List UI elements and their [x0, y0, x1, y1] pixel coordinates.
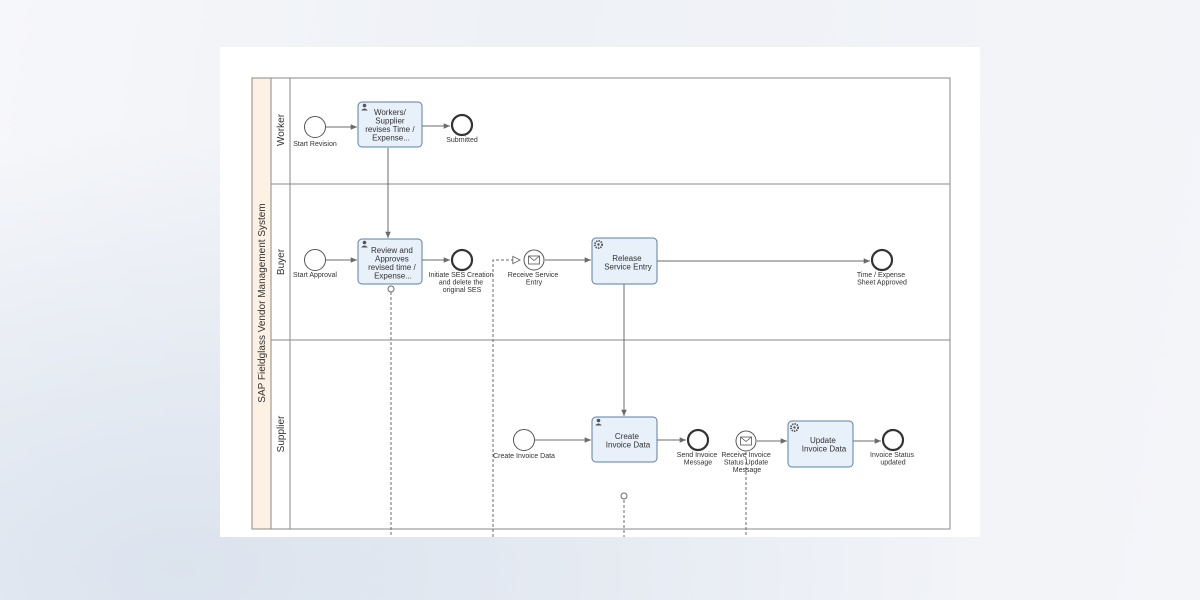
task-label-line: Create: [615, 432, 640, 441]
event-label: Receive Service: [508, 272, 559, 279]
end-event-submitted[interactable]: Submitted: [446, 113, 478, 144]
svg-text:Invoice Status updated: Invoice Status updated: [870, 452, 916, 467]
end-event-sheet-approved[interactable]: Time / Expense Sheet Approved: [857, 248, 907, 287]
task-label-line: Invoice Data: [802, 445, 847, 454]
task-label-line: Approves: [375, 255, 409, 264]
svg-text:Initiate SES Creation an: Initiate SES Creation and delete the ori…: [429, 272, 496, 294]
event-label: Entry: [526, 280, 543, 287]
message-flow: [492, 260, 520, 537]
user-icon: [361, 240, 368, 248]
user-icon: [361, 103, 368, 111]
event-label: updated: [880, 460, 905, 467]
lane-label-worker: Worker: [276, 113, 287, 146]
event-label: Message: [684, 460, 713, 467]
event-label: Initiate SES Creation: [429, 272, 494, 279]
svg-text:Review and Approves: Review and Approves revised time / Expen…: [368, 246, 418, 281]
user-task-create-invoice[interactable]: Create Invoice Data: [591, 416, 658, 463]
gear-icon: [594, 239, 604, 249]
lane-worker: Worker: [270, 78, 291, 529]
task-label-line: Service Entry: [604, 263, 652, 272]
envelope-icon: [528, 255, 540, 265]
svg-text:Time / Expense Sheet App: Time / Expense Sheet Approved: [857, 272, 907, 287]
task-label-line: Release: [612, 254, 642, 263]
start-event-start-revision[interactable]: Start Revision: [293, 116, 337, 149]
message-flow-origins: [387, 285, 628, 500]
event-label: Start Revision: [293, 141, 337, 148]
event-label: Send Invoice: [677, 452, 718, 459]
lane-supplier: Supplier: [276, 415, 287, 452]
svg-text:Release Service Entry: Release Service Entry: [604, 254, 652, 272]
lane-label-buyer: Buyer: [276, 248, 287, 275]
end-event-invoice-status-updated[interactable]: Invoice Status updated: [870, 428, 916, 467]
svg-text:Receive Service Entry: Receive Service Entry: [508, 272, 561, 287]
service-task-update-invoice[interactable]: Update Invoice Data: [787, 420, 854, 468]
event-label: Receive Invoice: [721, 452, 771, 459]
diagram-card: SAP Fieldglass Vendor Management System …: [220, 47, 980, 537]
svg-text:Create Invoice Data: Create Invoice Data: [606, 432, 651, 450]
event-label: Submitted: [446, 137, 478, 144]
user-task-worker-revise[interactable]: Workers/ Supplier revises Time / Expense…: [357, 101, 423, 148]
user-icon: [595, 418, 602, 426]
pool-title: SAP Fieldglass Vendor Management System: [257, 203, 268, 402]
task-label-line: Workers/: [374, 108, 407, 117]
message-flows: [390, 260, 747, 537]
task-label-line: Update: [810, 436, 836, 445]
start-event-start-approval[interactable]: Start Approval: [293, 249, 337, 280]
start-event-create-invoice-data[interactable]: Create Invoice Data: [493, 429, 555, 461]
message-start-receive-status-update[interactable]: Receive Invoice Status Update Message: [721, 430, 772, 474]
event-label: Message: [733, 467, 762, 474]
event-label: Start Approval: [293, 272, 337, 279]
task-label-line: revised time /: [368, 263, 416, 272]
service-task-release-entry[interactable]: Release Service Entry: [591, 237, 658, 285]
lane-label-supplier: Supplier: [276, 415, 287, 452]
user-task-review-approve[interactable]: Review and Approves revised time / Expen…: [357, 238, 423, 285]
event-label: Time / Expense: [857, 272, 905, 279]
svg-text:Receive Invoice Status U: Receive Invoice Status Update Message: [721, 452, 772, 474]
event-label: original SES: [443, 287, 482, 294]
gear-icon: [790, 422, 800, 432]
event-label: Sheet Approved: [857, 280, 907, 287]
bpmn-diagram: SAP Fieldglass Vendor Management System …: [251, 77, 951, 537]
task-label-line: revises Time /: [365, 125, 415, 134]
task-label-line: Expense...: [372, 134, 410, 143]
svg-text:Workers/ Supplier: Workers/ Supplier revises Time / Expense…: [365, 108, 417, 143]
svg-text:Send Invoice Message: Send Invoice Message: [677, 452, 719, 467]
task-label-line: Supplier: [375, 117, 405, 126]
event-label: and delete the: [439, 280, 483, 287]
event-label: Create Invoice Data: [493, 453, 555, 460]
task-label-line: Invoice Data: [606, 441, 651, 450]
end-event-send-invoice-message[interactable]: Send Invoice Message: [677, 428, 719, 467]
event-label: Invoice Status: [870, 452, 914, 459]
lane-buyer: Buyer: [276, 248, 287, 275]
svg-text:Update Invoice Data: Update Invoice Data: [802, 436, 847, 454]
event-label: Status Update: [724, 460, 768, 467]
task-label-line: Review and: [371, 246, 413, 255]
end-event-initiate-ses[interactable]: Initiate SES Creation and delete the ori…: [429, 248, 496, 294]
sequence-flows: [326, 123, 881, 444]
envelope-icon: [740, 436, 752, 446]
message-start-receive-service-entry[interactable]: Receive Service Entry: [508, 249, 561, 287]
task-label-line: Expense...: [374, 272, 412, 281]
